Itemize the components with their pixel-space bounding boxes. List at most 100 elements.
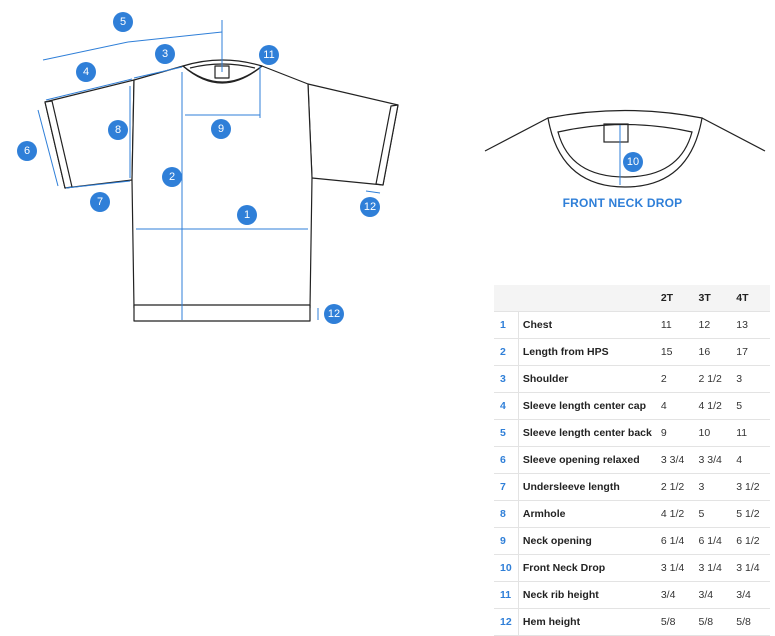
measurement-name: Shoulder: [518, 365, 657, 393]
value-3t: 12: [694, 311, 733, 339]
badge-11-label: 11: [263, 49, 274, 61]
value-3t: 3 1/4: [694, 554, 733, 582]
measurement-name: Armhole: [518, 500, 657, 528]
value-3t: 3: [694, 473, 733, 501]
value-3t: 10: [694, 419, 733, 447]
value-4t: 5 1/2: [732, 500, 770, 528]
badge-1: [237, 205, 257, 225]
value-2t: 15: [656, 338, 695, 366]
measurement-name: Chest: [518, 311, 657, 339]
value-3t: 6 1/4: [694, 527, 733, 555]
badge-9: [211, 119, 231, 139]
value-2t: 3 1/4: [656, 554, 695, 582]
row-number: 3: [494, 365, 519, 393]
value-4t: 6 1/2: [732, 527, 770, 555]
badge-9-label: 9: [218, 123, 224, 135]
table-header-row: 2T 3T 4T: [494, 285, 770, 312]
value-2t: 9: [656, 419, 695, 447]
value-2t: 3/4: [656, 581, 695, 609]
row-number: 7: [494, 473, 519, 501]
badge-12-sleeve-label: 12: [364, 201, 376, 213]
value-2t: 11: [656, 311, 695, 339]
badge-2-label: 2: [169, 171, 175, 183]
tshirt-flat-sketch: 1 2 3 4 5 6 7 8 9 11 12 12: [17, 12, 399, 324]
badge-12-sleeve: [360, 197, 380, 217]
value-4t: 13: [732, 311, 770, 339]
value-2t: 5/8: [656, 608, 695, 636]
badge-1-label: 1: [244, 209, 250, 221]
value-3t: 16: [694, 338, 733, 366]
row-number: 11: [494, 581, 519, 609]
value-2t: 2 1/2: [656, 473, 695, 501]
front-neck-drop-detail: 10: [484, 109, 766, 188]
value-4t: 4: [732, 446, 770, 474]
measurement-name: Sleeve length center cap: [518, 392, 657, 420]
badge-12-hem: [324, 304, 344, 324]
value-2t: 3 3/4: [656, 446, 695, 474]
badge-7-label: 7: [97, 196, 103, 208]
measurement-name: Neck opening: [518, 527, 657, 555]
measurement-name: Sleeve length center back: [518, 419, 657, 447]
badge-10: [623, 152, 643, 172]
value-4t: 5/8: [732, 608, 770, 636]
badge-7: [90, 192, 110, 212]
value-2t: 6 1/4: [656, 527, 695, 555]
neck-caption: FRONT NECK DROP: [562, 196, 683, 210]
row-number: 4: [494, 392, 519, 420]
value-2t: 4 1/2: [656, 500, 695, 528]
neck-inner-rib: [557, 123, 693, 178]
hem-band: [133, 304, 311, 322]
measurement-name: Sleeve opening relaxed: [518, 446, 657, 474]
row-number: 10: [494, 554, 519, 582]
value-4t: 3: [732, 365, 770, 393]
shirt-body: [131, 65, 313, 309]
row-number: 1: [494, 311, 519, 339]
badge-8-label: 8: [115, 124, 121, 136]
measurement-name: Undersleeve length: [518, 473, 657, 501]
measurement-name: Hem height: [518, 608, 657, 636]
measurement-name: Length from HPS: [518, 338, 657, 366]
row-number: 5: [494, 419, 519, 447]
measurement-name: Neck rib height: [518, 581, 657, 609]
badge-5-label: 5: [120, 16, 126, 28]
row-number: 2: [494, 338, 519, 366]
badge-5: [113, 12, 133, 32]
value-2t: 2: [656, 365, 695, 393]
value-4t: 3 1/4: [732, 554, 770, 582]
value-3t: 4 1/2: [694, 392, 733, 420]
value-4t: 5: [732, 392, 770, 420]
row-number: 6: [494, 446, 519, 474]
value-3t: 2 1/2: [694, 365, 733, 393]
badge-3-label: 3: [162, 48, 168, 60]
value-4t: 3/4: [732, 581, 770, 609]
row-number: 8: [494, 500, 519, 528]
value-3t: 5/8: [694, 608, 733, 636]
neck-outer-rib: [547, 109, 703, 188]
neck-detail-label: [603, 123, 629, 143]
value-3t: 3 3/4: [694, 446, 733, 474]
value-3t: 5: [694, 500, 733, 528]
badge-6-label: 6: [24, 145, 30, 157]
value-3t: 3/4: [694, 581, 733, 609]
right-sleeve-cuff: [375, 104, 399, 186]
value-4t: 17: [732, 338, 770, 366]
value-2t: 4: [656, 392, 695, 420]
row-number: 9: [494, 527, 519, 555]
column-header: 3T: [694, 285, 733, 312]
badge-8: [108, 120, 128, 140]
badge-10-label: 10: [627, 156, 639, 168]
column-header: 2T: [656, 285, 695, 312]
badge-4-label: 4: [83, 66, 89, 78]
badge-11: [259, 45, 279, 65]
